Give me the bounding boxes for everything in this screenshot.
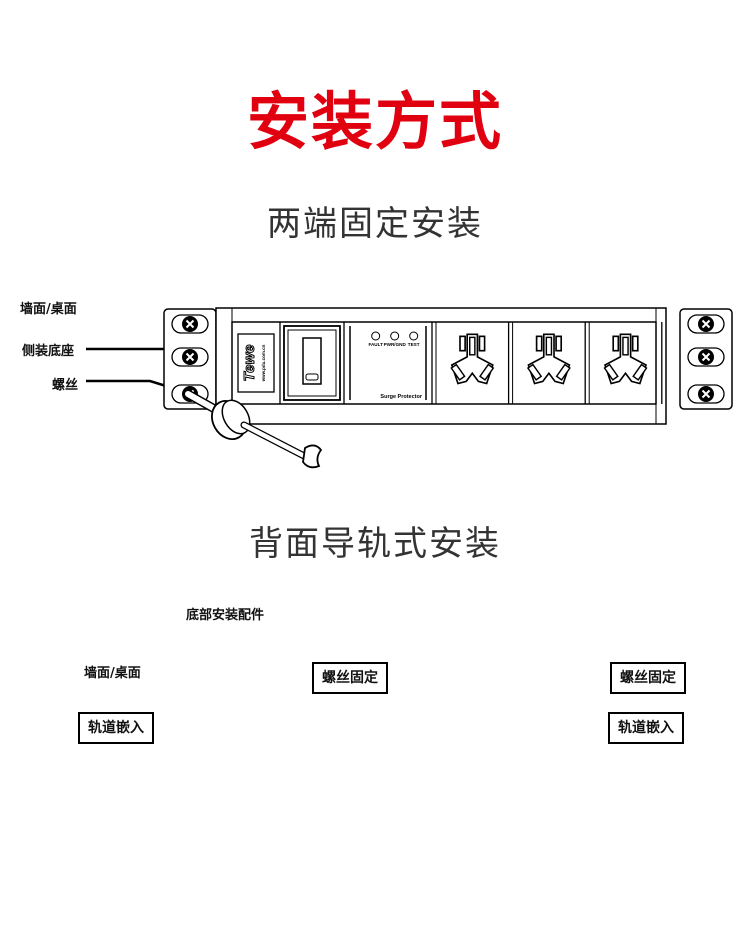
screw-slot-icon	[171, 347, 209, 367]
brand-name: Tewe	[241, 345, 258, 382]
brand-name: Tewe	[173, 782, 190, 819]
right-rail-block	[483, 651, 586, 751]
screwdriver-icon	[183, 389, 323, 469]
label-screw-fix-left: 螺丝固定	[312, 662, 388, 694]
label-rail-left: 轨道嵌入	[78, 712, 154, 744]
indicator-led-icon	[390, 331, 400, 341]
outlet-socket	[507, 322, 571, 404]
screw-slot-icon	[171, 314, 209, 334]
outlet-icon	[540, 774, 580, 819]
brand-url: www.pdu.com.cn	[261, 344, 266, 382]
label-wall-desk-2: 墙面/桌面	[84, 666, 141, 681]
label-screw-fix-right: 螺丝固定	[610, 662, 686, 694]
page-title: 安装方式	[246, 85, 503, 158]
indicator-label: FAULT	[294, 784, 309, 789]
screw-slot-icon	[687, 314, 725, 334]
pdu-strip-rail-view	[146, 729, 615, 857]
power-switch	[217, 767, 261, 833]
outlet-socket	[584, 322, 648, 404]
indicator-label: PWR/GND	[384, 342, 407, 347]
outlet-socket	[367, 764, 428, 836]
section-title-rail-mount: 背面导轨式安装	[249, 524, 501, 564]
brand-url: www.pdu.com.cn	[193, 781, 198, 819]
section-title-end-mount: 两端固定安装	[267, 204, 483, 244]
label-wall-desk-1: 墙面/桌面	[20, 302, 77, 317]
outlet-icon	[464, 774, 504, 819]
screw-slot-icon	[687, 347, 725, 367]
indicator-label: TEST	[334, 784, 346, 789]
label-screw: 螺丝	[52, 378, 79, 393]
indicator-led-icon	[409, 331, 419, 341]
label-bottom-accessory: 底部安装配件	[186, 608, 265, 623]
indicator-led-icon	[315, 773, 325, 783]
outlet-icon	[388, 774, 428, 819]
surge-protector-label: Surge Protector	[380, 394, 422, 400]
outlet-icon	[526, 333, 571, 385]
surge-protector-label: Surge Protector	[316, 826, 358, 832]
indicator-label: TEST	[408, 342, 420, 347]
outlet-socket	[519, 764, 580, 836]
label-side-base: 侧装底座	[22, 344, 75, 359]
indicator-led-icon	[371, 331, 381, 341]
indicator-label: FAULT	[368, 342, 383, 347]
power-switch	[283, 325, 341, 401]
outlet-icon	[603, 333, 648, 385]
indicator-led-icon	[334, 773, 344, 783]
indicator-label: PWR/GND	[309, 784, 332, 789]
outlet-icon	[450, 333, 495, 385]
left-rail-block	[180, 649, 305, 751]
outlet-socket	[443, 764, 504, 836]
indicator-led-icon	[296, 773, 306, 783]
label-rail-right: 轨道嵌入	[608, 712, 684, 744]
screw-slot-icon	[687, 384, 725, 404]
outlet-socket	[431, 322, 495, 404]
